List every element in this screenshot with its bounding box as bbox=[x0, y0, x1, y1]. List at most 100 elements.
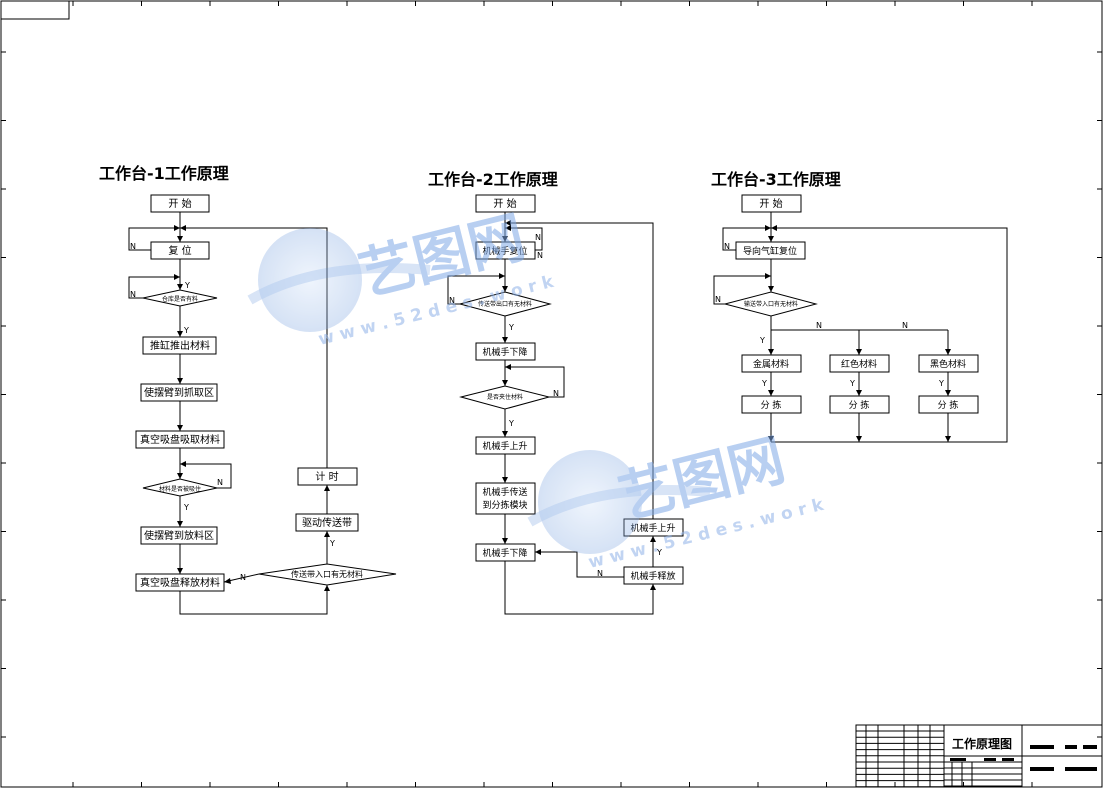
svg-text:机械手上升: 机械手上升 bbox=[630, 522, 675, 534]
ws2-check-grip-diamond: 是否夹住材料 bbox=[459, 385, 551, 410]
ws1-label-n: N bbox=[130, 290, 136, 299]
ws3-black-box: 黑色材料 bbox=[918, 354, 979, 373]
svg-text:使摆臂到放料区: 使摆臂到放料区 bbox=[144, 529, 214, 542]
ws1-label-y: Y bbox=[329, 539, 335, 548]
ws2-connectors bbox=[447, 212, 656, 615]
ws2-label-n: N bbox=[537, 251, 543, 260]
svg-text:机械手复位: 机械手复位 bbox=[482, 245, 527, 257]
ws1-label-y: Y bbox=[183, 503, 189, 512]
svg-text:分 拣: 分 拣 bbox=[938, 399, 959, 411]
ws1-suction-box: 真空吸盘吸取材料 bbox=[135, 430, 225, 449]
svg-text:机械手传送: 机械手传送 bbox=[482, 486, 527, 498]
ws3-red-box: 红色材料 bbox=[829, 354, 890, 373]
svg-text:开 始: 开 始 bbox=[493, 197, 516, 210]
ws1-label-y: Y bbox=[183, 326, 189, 335]
ws1-release-box: 真空吸盘释放材料 bbox=[135, 573, 225, 592]
ws3-start-box: 开 始 bbox=[741, 194, 802, 213]
ws1-push-box: 推缸推出材料 bbox=[142, 336, 217, 355]
svg-text:开 始: 开 始 bbox=[759, 197, 782, 210]
ws2-release-box: 机械手释放 bbox=[623, 566, 684, 585]
svg-text:材料是否被吸住: 材料是否被吸住 bbox=[159, 485, 201, 493]
svg-text:仓库是否有料: 仓库是否有料 bbox=[162, 295, 198, 303]
ws1-timer-box: 计 时 bbox=[297, 467, 358, 486]
ws3-label-y: Y bbox=[938, 379, 944, 388]
ws3-check-entry-diamond: 输送带入口有无材料 bbox=[723, 291, 818, 317]
ws1-check-entry-diamond: 传送带入口有无材料 bbox=[258, 563, 397, 586]
ws1-start-box: 开 始 bbox=[150, 194, 210, 213]
ws3-label-y: Y bbox=[759, 336, 765, 345]
ws1-belt-box: 驱动传送带 bbox=[295, 513, 359, 532]
ws2-label-y: Y bbox=[508, 323, 514, 332]
svg-text:真空吸盘释放材料: 真空吸盘释放材料 bbox=[140, 576, 220, 589]
ws2-label-y: Y bbox=[656, 548, 662, 557]
svg-text:红色材料: 红色材料 bbox=[841, 358, 877, 370]
ws3-metal-box: 金属材料 bbox=[741, 354, 802, 373]
svg-text:传送带出口有无材料: 传送带出口有无材料 bbox=[478, 300, 532, 308]
svg-text:真空吸盘吸取材料: 真空吸盘吸取材料 bbox=[140, 433, 220, 446]
ws1-label-n: N bbox=[240, 573, 246, 582]
ws1-label-n: N bbox=[217, 478, 223, 487]
ws3-connectors bbox=[713, 212, 1008, 443]
svg-text:分 拣: 分 拣 bbox=[849, 399, 870, 411]
ws3-sort-box-3: 分 拣 bbox=[918, 395, 979, 414]
ws3-flowchart: 工作台-3工作原理 开 始 导向气缸复位 输送带入口有无材料 金属材料 红色材料… bbox=[711, 170, 1008, 443]
ws2-down2-box: 机械手下降 bbox=[475, 543, 536, 562]
ws3-sort-box-2: 分 拣 bbox=[829, 395, 890, 414]
svg-text:机械手上升: 机械手上升 bbox=[482, 440, 527, 452]
globe-icon bbox=[258, 228, 362, 332]
ws3-label-n: N bbox=[715, 295, 721, 304]
ws2-up1-box: 机械手上升 bbox=[475, 436, 536, 455]
ws3-label-n: N bbox=[816, 321, 822, 330]
ws1-label-n: N bbox=[130, 242, 136, 251]
ws2-flowchart: 工作台-2工作原理 开 始 机械手复位 传送带出口有无材料 机械手下降 是否夹住… bbox=[428, 170, 684, 615]
svg-text:机械手释放: 机械手释放 bbox=[630, 570, 675, 582]
svg-text:开 始: 开 始 bbox=[168, 197, 191, 210]
svg-text:是否夹住材料: 是否夹住材料 bbox=[487, 393, 523, 401]
drawing-title: 工作原理图 bbox=[952, 736, 1012, 751]
ws3-label-y: Y bbox=[761, 379, 767, 388]
ws1-title: 工作台-1工作原理 bbox=[99, 164, 229, 183]
ws3-reset-box: 导向气缸复位 bbox=[735, 241, 806, 260]
svg-text:到分拣模块: 到分拣模块 bbox=[482, 499, 527, 511]
title-block: 工作原理图 bbox=[855, 724, 1103, 788]
ws2-label-n: N bbox=[597, 569, 603, 578]
ws1-flowchart: 工作台-1工作原理 开 始 复 位 仓库是否有料 推缸推出材料 使摆臂到抓取区 … bbox=[99, 164, 397, 615]
ws2-down1-box: 机械手下降 bbox=[475, 342, 536, 361]
ws3-title: 工作台-3工作原理 bbox=[711, 170, 841, 189]
svg-text:导向气缸复位: 导向气缸复位 bbox=[743, 245, 797, 257]
svg-text:输送带入口有无材料: 输送带入口有无材料 bbox=[744, 300, 798, 308]
svg-text:驱动传送带: 驱动传送带 bbox=[302, 516, 352, 529]
ws2-label-n: N bbox=[553, 389, 559, 398]
ws2-label-n: N bbox=[449, 296, 455, 305]
ws3-label-n: N bbox=[902, 321, 908, 330]
ws2-label-y: Y bbox=[508, 419, 514, 428]
svg-text:使摆臂到抓取区: 使摆臂到抓取区 bbox=[144, 386, 214, 399]
ws1-arm-to-place-box: 使摆臂到放料区 bbox=[140, 526, 218, 545]
svg-text:分 拣: 分 拣 bbox=[761, 399, 782, 411]
ws1-arm-to-pick-box: 使摆臂到抓取区 bbox=[140, 383, 218, 402]
svg-text:黑色材料: 黑色材料 bbox=[930, 358, 966, 370]
svg-text:推缸推出材料: 推缸推出材料 bbox=[150, 339, 210, 352]
svg-text:复 位: 复 位 bbox=[168, 244, 191, 257]
ws2-start-box: 开 始 bbox=[475, 194, 536, 213]
globe-icon bbox=[538, 450, 642, 554]
ws1-reset-box: 复 位 bbox=[150, 241, 210, 260]
ws3-label-y: Y bbox=[849, 379, 855, 388]
ws2-title: 工作台-2工作原理 bbox=[428, 170, 558, 189]
svg-text:机械手下降: 机械手下降 bbox=[482, 547, 527, 559]
ws3-sort-box-1: 分 拣 bbox=[741, 395, 802, 414]
ws1-check-held-diamond: 材料是否被吸住 bbox=[142, 478, 218, 497]
ws2-transfer-box: 机械手传送 到分拣模块 bbox=[475, 482, 536, 515]
ws1-label-y: Y bbox=[184, 281, 190, 290]
svg-text:传送带入口有无材料: 传送带入口有无材料 bbox=[291, 569, 363, 579]
ws1-check-bin-diamond: 仓库是否有料 bbox=[142, 289, 218, 307]
watermark-2: 艺图网 w w w . 5 2 d e s . w o r k bbox=[527, 428, 826, 573]
svg-text:金属材料: 金属材料 bbox=[753, 358, 789, 370]
svg-text:机械手下降: 机械手下降 bbox=[482, 346, 527, 358]
ws2-label-n: N bbox=[535, 233, 541, 242]
ws3-label-n: N bbox=[724, 242, 730, 251]
ws1-connectors bbox=[128, 212, 330, 615]
svg-text:计 时: 计 时 bbox=[315, 470, 338, 483]
